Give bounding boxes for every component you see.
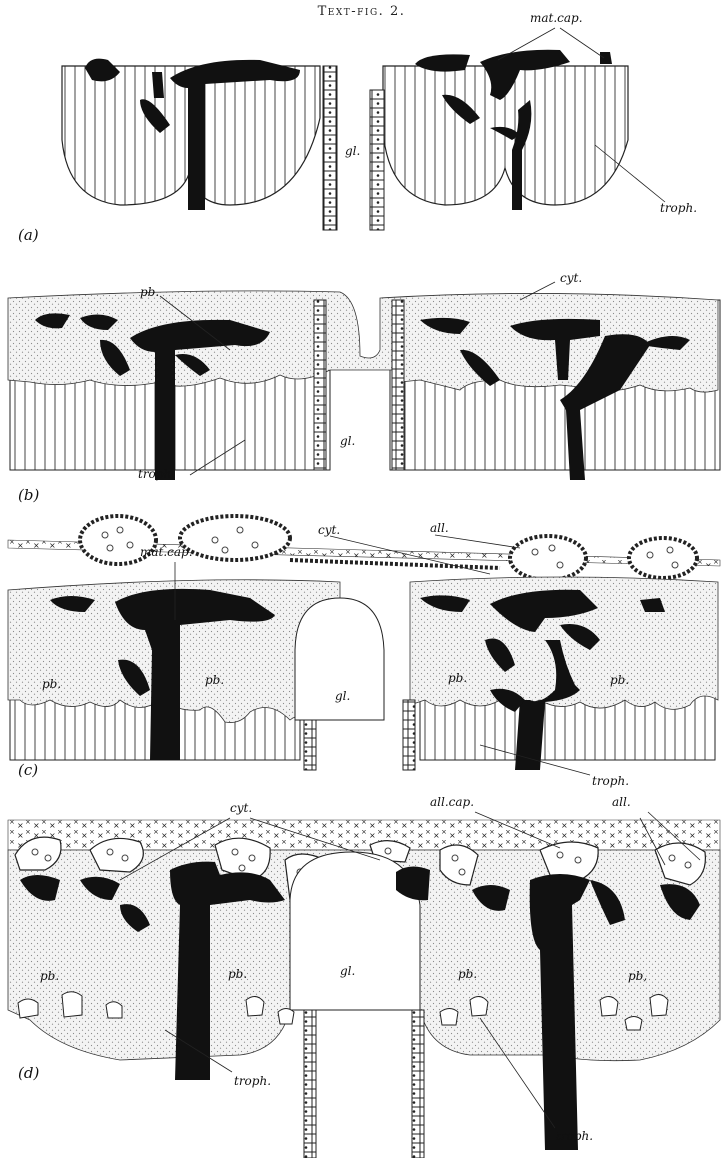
annotation-cyt: cyt. [230, 801, 252, 815]
annotation-gl: gl. [345, 144, 360, 158]
annotation-cyt: cyt. [318, 523, 340, 537]
annotation-pb: pb. [40, 969, 59, 983]
panel-label-c: (c) [18, 761, 38, 779]
annotation-pb: pb. [610, 673, 629, 687]
allantoic-vessel [180, 516, 290, 560]
panel-d: cyt. all.cap. all. pb. pb. pb. pb, gl. t… [8, 795, 720, 1158]
annotation-troph: troph. [234, 1074, 271, 1088]
annotation-mat-cap: mat.cap. [530, 11, 583, 25]
annotation-mat-cap: mat.cap. [140, 545, 193, 559]
annotation-pb: pb. [140, 285, 159, 299]
annotation-gl: gl. [340, 434, 355, 448]
annotation-troph: troph. [592, 774, 629, 788]
panel-b: pb. cyt. gl. troph (b) [8, 271, 720, 504]
annotation-cyt: cyt. [560, 271, 582, 285]
panel-c: mat.cap. cyt. all. pb. pb. pb. pb. gl. t… [8, 516, 720, 788]
annotation-all: all. [430, 521, 449, 535]
allantoic-vessel [90, 838, 143, 872]
annotation-pb: pb, [628, 969, 647, 983]
panel-a: mat.cap. gl. troph. (a) [18, 11, 697, 244]
annotation-troph: troph [138, 467, 171, 481]
annotation-pb: pb. [228, 967, 247, 981]
gland-epithelium [323, 66, 337, 230]
annotation-pb: pb. [458, 967, 477, 981]
gland-epithelium [370, 90, 384, 230]
panel-label-a: (a) [18, 226, 39, 244]
annotation-pb: pb. [205, 673, 224, 687]
annotation-gl: gl. [340, 964, 355, 978]
annotation-troph: troph. [660, 201, 697, 215]
annotation-troph: troph. [556, 1129, 593, 1143]
panel-label-b: (b) [18, 486, 39, 504]
allantoic-vessel [629, 538, 697, 578]
annotation-all: all. [612, 795, 631, 809]
panel-label-d: (d) [18, 1064, 39, 1082]
allantoic-vessel [510, 536, 586, 580]
annotation-all-cap: all.cap. [430, 795, 474, 809]
annotation-pb: pb. [42, 677, 61, 691]
annotation-gl: gl. [335, 689, 350, 703]
annotation-pb: pb. [448, 671, 467, 685]
